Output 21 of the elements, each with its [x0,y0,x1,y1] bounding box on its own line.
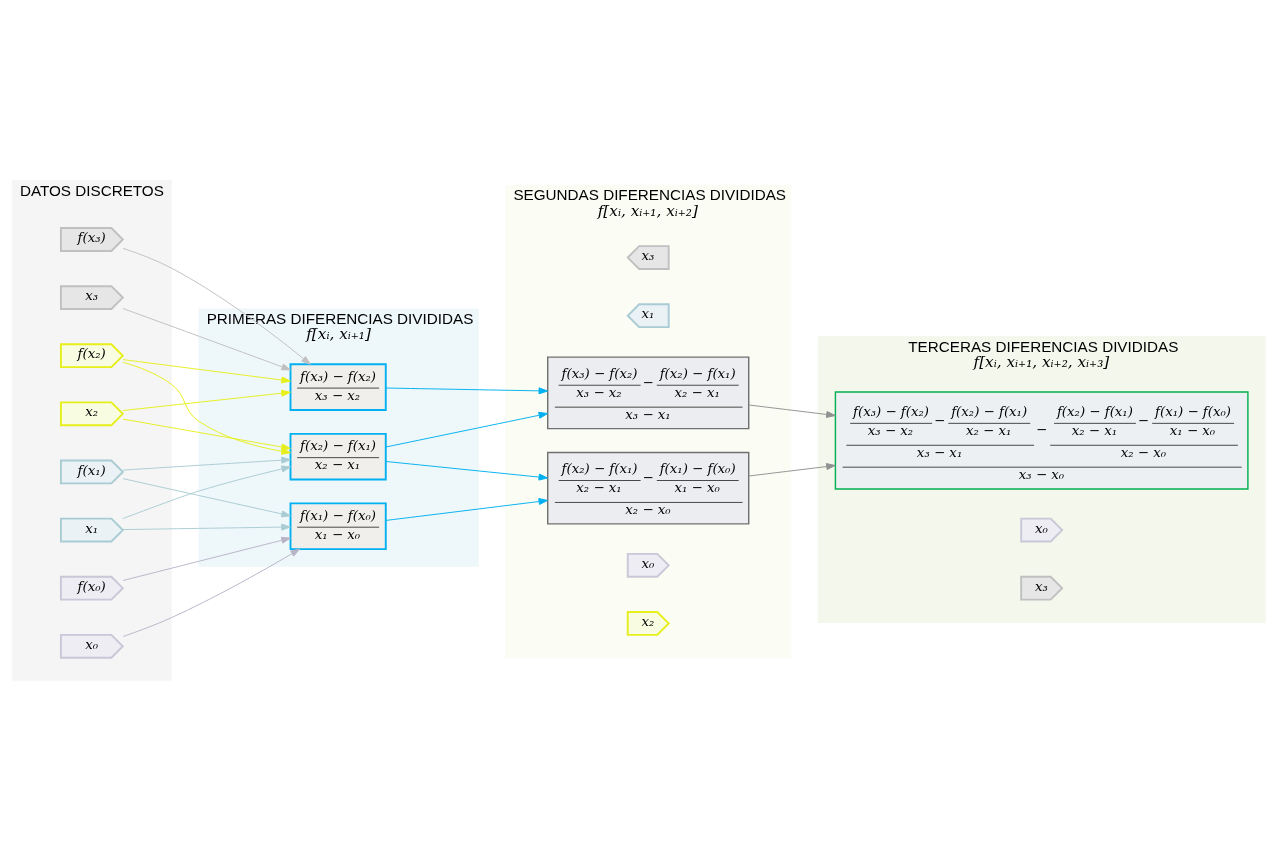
arrow [385,461,549,481]
arrow [122,456,291,471]
arrow [122,536,291,581]
arrow [385,498,549,521]
arrow [122,478,291,518]
node-box: f(x₃) − f(x₂) x₃ − x₂ [289,363,387,411]
arrow [122,465,291,520]
arrow [122,523,291,531]
arrow [385,411,549,448]
arrow [748,404,836,418]
arrow [122,361,291,455]
arrow [122,389,291,411]
arrow [122,247,311,365]
arrow [748,463,836,477]
arrow [122,308,291,371]
node-box: f(x₁) − f(x₀) x₁ − x₀ [289,502,387,551]
arrow [122,359,291,384]
arrow [122,418,291,451]
node-box: f(x₂) − f(x₁) x₂ − x₁ [289,432,387,481]
arrow [385,387,549,395]
arrow [122,548,300,637]
